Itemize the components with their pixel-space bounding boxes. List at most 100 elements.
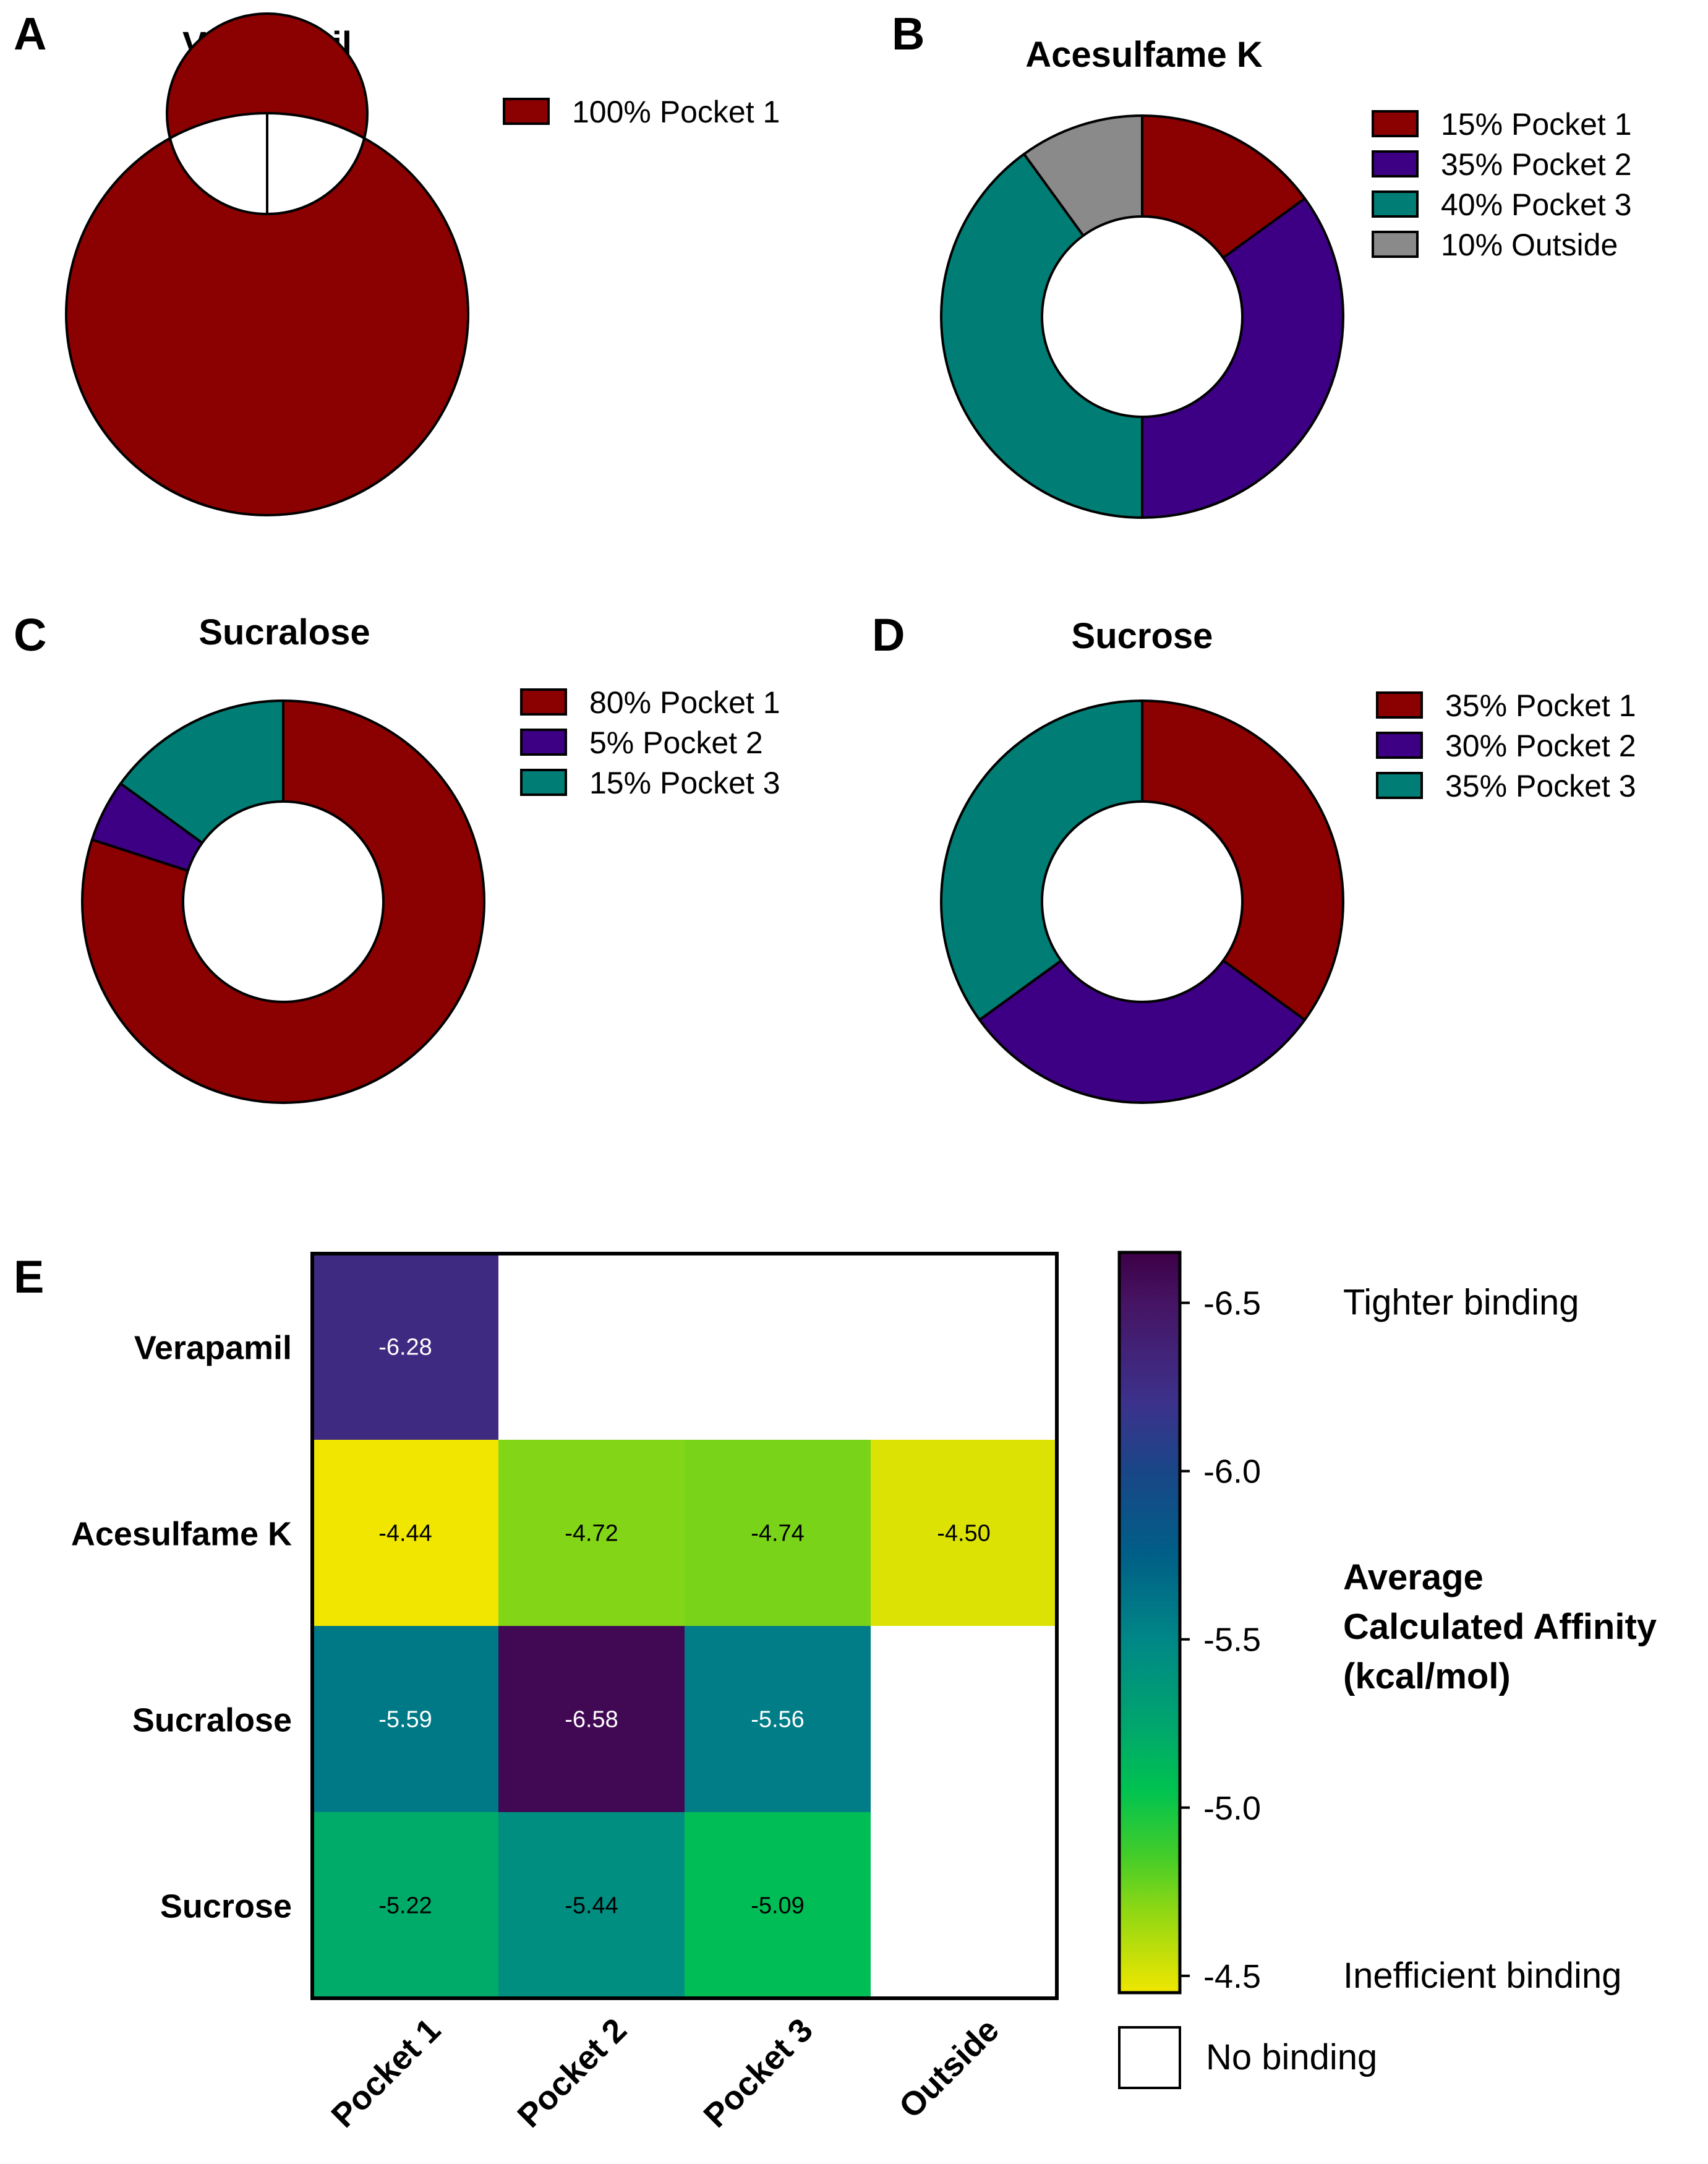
donut-slice-pocket-2 xyxy=(978,959,1306,1104)
donut-chart-d xyxy=(940,699,1344,1104)
legend-swatch xyxy=(1372,231,1419,258)
legend-label: 80% Pocket 1 xyxy=(589,685,780,720)
heatmap-column-label: Pocket 3 xyxy=(696,2011,819,2134)
donut-chart-c xyxy=(81,699,485,1104)
heatmap-row-label: Sucrose xyxy=(160,1888,292,1925)
heatmap-cell-value: -5.09 xyxy=(751,1893,805,1919)
heatmap-cell xyxy=(312,1254,498,1440)
donut-chart-a xyxy=(64,12,469,516)
panel-a: A Verapamil 100% Pocket 1 xyxy=(14,8,780,516)
heatmap-cell-value: -5.56 xyxy=(751,1707,805,1733)
panel-b: B Acesulfame K 15% Pocket 1 35% Pocket 2 4… xyxy=(892,8,1632,519)
heatmap: -6.28 -4.44 -4.72 -4.74 -4.50 -5.59 -6.58 -5.56… xyxy=(71,1252,1059,2135)
colorbar-title: Calculated Affinity xyxy=(1343,1607,1657,1647)
panel-letter-c: C xyxy=(14,609,46,661)
no-binding-swatch xyxy=(1118,2026,1181,2089)
heatmap-column-label: Pocket 1 xyxy=(324,2011,447,2134)
legend-swatch xyxy=(1376,691,1423,719)
heatmap-column-label: Outside xyxy=(892,2011,1006,2126)
legend-label: 5% Pocket 2 xyxy=(589,725,763,760)
heatmap-column-label: Pocket 2 xyxy=(510,2011,633,2134)
legend-item: 100% Pocket 1 xyxy=(503,95,780,129)
donut-slice-pocket-1 xyxy=(1141,114,1306,259)
legend-label: 15% Pocket 3 xyxy=(589,766,780,800)
legend-label: 15% Pocket 1 xyxy=(1441,107,1632,142)
colorbar-tick-label: -6.5 xyxy=(1203,1285,1261,1322)
donut-slice-pocket-1 xyxy=(81,699,485,1104)
heatmap-cell xyxy=(312,1440,498,1626)
donut-slice-pocket-3 xyxy=(940,153,1143,519)
colorbar-tick-label: -5.0 xyxy=(1203,1790,1261,1827)
donut-slice-pocket-1 xyxy=(1141,699,1344,1022)
legend-item: 80% Pocket 1 xyxy=(520,685,780,720)
heatmap-cell xyxy=(312,1626,498,1812)
legend-label: 35% Pocket 2 xyxy=(1441,147,1632,182)
legend-d: 35% Pocket 1 30% Pocket 2 35% Pocket 3 xyxy=(1376,688,1636,803)
legend-swatch xyxy=(520,769,567,796)
heatmap-cell-value: -4.72 xyxy=(565,1521,618,1547)
colorbar-title: Average xyxy=(1343,1557,1484,1597)
panel-letter-a: A xyxy=(14,8,46,59)
legend-item: 15% Pocket 3 xyxy=(520,766,780,800)
colorbar-title: (kcal/mol) xyxy=(1343,1656,1511,1696)
colorbar-bottom-label: Inefficient binding xyxy=(1343,1956,1621,1996)
legend-label: 100% Pocket 1 xyxy=(572,95,780,129)
donut-title-b: Acesulfame K xyxy=(1025,35,1263,75)
legend-label: 35% Pocket 3 xyxy=(1445,769,1636,803)
legend-a: 100% Pocket 1 xyxy=(503,95,780,129)
legend-item: 35% Pocket 2 xyxy=(1372,147,1632,182)
colorbar-tick-label: -5.5 xyxy=(1203,1622,1261,1659)
legend-swatch xyxy=(1372,150,1419,177)
heatmap-cell-value: -5.59 xyxy=(378,1707,432,1733)
donut-chart-b xyxy=(940,114,1344,519)
donut-title-c: Sucralose xyxy=(199,612,370,652)
heatmap-cell xyxy=(498,1626,685,1812)
heatmap-row-label: Verapamil xyxy=(134,1330,292,1367)
legend-item: 40% Pocket 3 xyxy=(1372,187,1632,222)
legend-swatch xyxy=(1376,772,1423,799)
legend-c: 80% Pocket 1 5% Pocket 2 15% Pocket 3 xyxy=(520,685,780,800)
legend-item: 35% Pocket 3 xyxy=(1376,769,1636,803)
legend-item: 5% Pocket 2 xyxy=(520,725,763,760)
heatmap-cell-value: -4.74 xyxy=(751,1521,805,1547)
legend-item: 30% Pocket 2 xyxy=(1376,729,1636,763)
panel-letter-b: B xyxy=(892,8,924,59)
heatmap-cell-value: -6.58 xyxy=(565,1707,618,1733)
legend-label: 30% Pocket 2 xyxy=(1445,729,1636,763)
panel-d: D Sucrose 35% Pocket 130% Pocket 235% Po… xyxy=(872,609,1636,1104)
heatmap-cell-value: -5.22 xyxy=(378,1893,432,1919)
legend-label: 40% Pocket 3 xyxy=(1441,187,1632,222)
legend-item: 35% Pocket 1 xyxy=(1376,688,1636,723)
legend-item: 10% Outside xyxy=(1372,228,1618,262)
donut-title-d: Sucrose xyxy=(1072,616,1213,656)
colorbar-top-label: Tighter binding xyxy=(1343,1283,1579,1323)
panel-letter-e: E xyxy=(14,1251,44,1302)
heatmap-cell-value: -4.44 xyxy=(378,1521,432,1547)
panel-e: E -6.28 -4.44 -4.72 -4.74 -4.50 -5.59 -6.58 -5.… xyxy=(14,1251,1657,2135)
donut-slice-pocket-2 xyxy=(1141,197,1344,519)
donut-slice-pocket-1 xyxy=(64,12,469,516)
donut-slice-outside xyxy=(1022,114,1143,237)
donut-slice-pocket-3 xyxy=(940,699,1143,1022)
no-binding-label: No binding xyxy=(1206,2037,1377,2077)
colorbar-gradient xyxy=(1117,1251,1182,1995)
heatmap-cell xyxy=(685,1812,871,1998)
heatmap-cell xyxy=(312,1812,498,1998)
heatmap-cell-value: -5.44 xyxy=(565,1893,618,1919)
legend-label: 10% Outside xyxy=(1441,228,1618,262)
donut-slice-pocket-3 xyxy=(119,699,284,844)
legend-label: 35% Pocket 1 xyxy=(1445,688,1636,723)
heatmap-cell-value: -6.28 xyxy=(378,1335,432,1361)
colorbar-tick-label: -6.0 xyxy=(1203,1453,1261,1490)
legend-swatch xyxy=(520,729,567,756)
heatmap-frame xyxy=(310,1252,1059,2000)
panel-c: C Sucralose 80% Pocket 1 5% Pocket 2 15% P… xyxy=(14,609,780,1104)
heatmap-cell xyxy=(685,1626,871,1812)
heatmap-cell-value: -4.50 xyxy=(937,1521,991,1547)
legend-swatch xyxy=(520,688,567,716)
legend-b: 15% Pocket 1 35% Pocket 2 40% Pocket 3 10% … xyxy=(1372,107,1632,262)
legend-swatch xyxy=(503,98,550,125)
heatmap-cell xyxy=(871,1440,1057,1626)
